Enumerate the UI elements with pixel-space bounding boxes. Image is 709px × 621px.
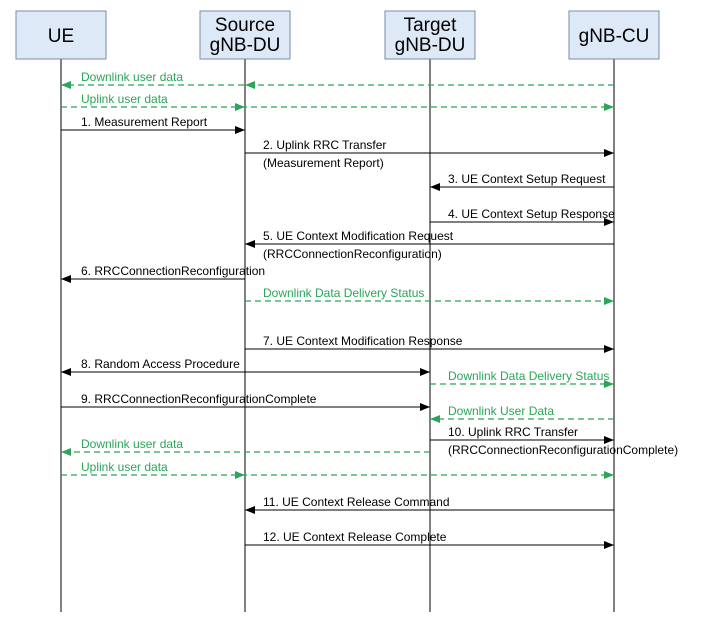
message-6: 4. UE Context Setup Response xyxy=(430,207,615,226)
message-label: Downlink User Data xyxy=(448,404,554,418)
node-box-src xyxy=(199,10,291,60)
message-7: 5. UE Context Modification Request(RRCCo… xyxy=(245,229,614,261)
message-label: Downlink Data Delivery Status xyxy=(448,369,609,383)
message-5: 3. UE Context Setup Request xyxy=(430,172,614,191)
message-3: 1. Measurement Report xyxy=(61,115,245,134)
arrowhead-mid xyxy=(235,103,245,111)
message-label: 5. UE Context Modification Request(RRCCo… xyxy=(263,229,454,261)
node-box-cu xyxy=(568,10,660,60)
message-label: 9. RRCConnectionReconfigurationComplete xyxy=(81,392,317,406)
node-box-ue xyxy=(15,10,107,60)
message-15: 10. Uplink RRC Transfer(RRCConnectionRec… xyxy=(430,425,678,457)
message-13: 9. RRCConnectionReconfigurationComplete xyxy=(61,392,430,411)
message-8: 6. RRCConnectionReconfiguration xyxy=(61,264,265,283)
message-label: 2. Uplink RRC Transfer(Measurement Repor… xyxy=(263,138,386,170)
node-label-cu: gNB-CU xyxy=(579,26,650,47)
message-label: 1. Measurement Report xyxy=(81,115,208,129)
lifelines xyxy=(60,59,615,612)
message-label: 3. UE Context Setup Request xyxy=(448,172,606,186)
message-label: 12. UE Context Release Complete xyxy=(263,530,447,544)
message-label: Downlink Data Delivery Status xyxy=(263,286,424,300)
message-2: Uplink user data xyxy=(61,92,614,111)
arrowhead-mid xyxy=(235,471,245,479)
message-10: 7. UE Context Modification Response xyxy=(245,334,614,353)
message-17: Uplink user data xyxy=(61,460,614,479)
message-16: Downlink user data xyxy=(61,437,430,456)
message-9: Downlink Data Delivery Status xyxy=(245,286,614,305)
node-label-ue: UE xyxy=(48,26,74,47)
message-1: Downlink user data xyxy=(61,70,614,89)
message-label: Downlink user data xyxy=(81,70,183,84)
message-14: Downlink User Data xyxy=(430,404,614,423)
message-19: 12. UE Context Release Complete xyxy=(245,530,614,549)
message-4: 2. Uplink RRC Transfer(Measurement Repor… xyxy=(245,138,614,170)
message-label: Uplink user data xyxy=(81,92,168,106)
message-18: 11. UE Context Release Command xyxy=(245,495,614,514)
message-12: Downlink Data Delivery Status xyxy=(430,369,614,388)
message-label: 8. Random Access Procedure xyxy=(81,357,240,371)
node-box-tgt xyxy=(384,10,476,60)
message-label: Downlink user data xyxy=(81,437,183,451)
message-label: 7. UE Context Modification Response xyxy=(263,334,463,348)
message-11: 8. Random Access Procedure xyxy=(61,357,430,376)
message-label: 10. Uplink RRC Transfer(RRCConnectionRec… xyxy=(448,425,678,457)
arrowhead-mid xyxy=(245,81,255,89)
message-label: 11. UE Context Release Command xyxy=(263,495,450,509)
message-label: 4. UE Context Setup Response xyxy=(448,207,615,221)
message-label: Uplink user data xyxy=(81,460,168,474)
message-label: 6. RRCConnectionReconfiguration xyxy=(81,264,265,278)
